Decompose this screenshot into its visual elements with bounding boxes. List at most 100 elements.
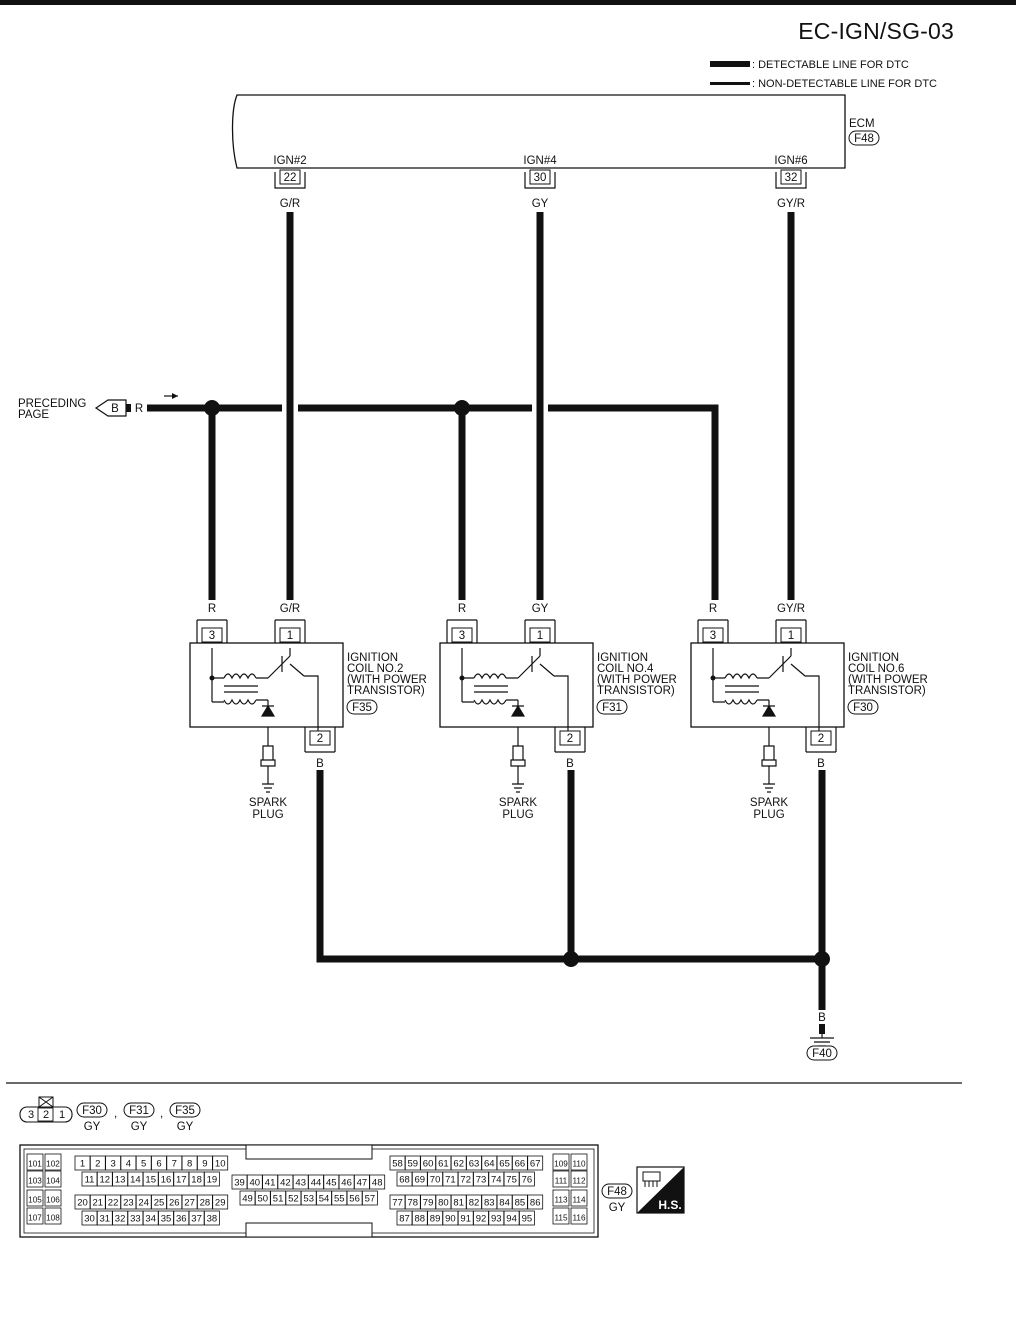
ecm-pin-label: 75 bbox=[506, 1175, 517, 1186]
coil-pin-number: 1 bbox=[537, 630, 543, 642]
ecm-pin-label: 113 bbox=[554, 1196, 567, 1205]
ecm-unit: ECM F48 bbox=[231, 94, 880, 169]
ecm-pin-label: 61 bbox=[438, 1159, 449, 1170]
ecm-pin-label: 76 bbox=[522, 1175, 533, 1186]
ecm-pin-label: 18 bbox=[191, 1175, 202, 1186]
ecm-pin-label: 25 bbox=[154, 1198, 165, 1209]
ecm-pin-label: 59 bbox=[408, 1159, 419, 1170]
coil-body bbox=[189, 642, 344, 728]
connector-separator: , bbox=[114, 1108, 117, 1120]
ecm-pin-label: 80 bbox=[438, 1198, 449, 1209]
top-border bbox=[0, 0, 1016, 5]
ecm-connector-key-bottom bbox=[245, 1222, 373, 1238]
coil-connector-pin: 3 bbox=[28, 1109, 34, 1121]
ecm-pin-label: 44 bbox=[311, 1178, 322, 1189]
ecm-connector-face-color: GY bbox=[609, 1202, 626, 1214]
coil-body bbox=[439, 642, 594, 728]
preceding-page-tag: B bbox=[111, 403, 119, 415]
ecm-pin-label: 23 bbox=[123, 1198, 134, 1209]
ecm-connector-badge bbox=[848, 130, 880, 146]
coil-label-line2: COIL NO.4 bbox=[597, 663, 654, 675]
coil-pin-number: 3 bbox=[710, 630, 716, 642]
wires bbox=[147, 212, 826, 1010]
ecm-pin-label: 104 bbox=[46, 1177, 60, 1186]
ignition-coil-2: R G/R 3 1 2 B SPARK PLUG IGNITION COIL N… bbox=[189, 603, 427, 821]
diode-icon bbox=[260, 704, 276, 717]
ground-point: B F40 bbox=[806, 1012, 838, 1061]
ecm-pin-label: 89 bbox=[430, 1214, 441, 1225]
hs-badge-icon bbox=[642, 1171, 661, 1187]
spark-plug-label-line2: PLUG bbox=[502, 809, 533, 821]
spark-plug-icon bbox=[510, 727, 526, 793]
ecm-pin-bracket bbox=[524, 172, 556, 189]
ecm-pin-label: 52 bbox=[288, 1194, 299, 1205]
coil-label-line4: TRANSISTOR) bbox=[848, 685, 926, 697]
coil-pin-box bbox=[810, 730, 832, 746]
ecm-pin-label: 39 bbox=[234, 1178, 245, 1189]
ecm-pin-label: 84 bbox=[499, 1198, 510, 1209]
ecm-pin-label: 88 bbox=[415, 1214, 426, 1225]
coil-wire-color-a: R bbox=[208, 603, 216, 615]
coil-wire-color-a: R bbox=[458, 603, 466, 615]
ecm-pin-label: 32 bbox=[115, 1214, 126, 1225]
coil-connector-id: F31 bbox=[602, 702, 622, 714]
ecm-pin-label: 46 bbox=[341, 1178, 352, 1189]
ecm-pin-label: 5 bbox=[141, 1159, 146, 1170]
coil-connector-pin: 1 bbox=[59, 1109, 65, 1121]
ecm-pin-label: 48 bbox=[372, 1178, 383, 1189]
ecm-pin-label: 112 bbox=[572, 1177, 585, 1186]
coil-connector-id: F30 bbox=[853, 702, 873, 714]
ecm-pin-label: 9 bbox=[202, 1159, 207, 1170]
ecm-pin-label: 38 bbox=[207, 1214, 218, 1225]
ecm-pin-label: 12 bbox=[100, 1175, 111, 1186]
ecm-pin-label: 57 bbox=[365, 1194, 376, 1205]
coil-pin-box bbox=[279, 627, 301, 643]
ecm-connector-id-badge bbox=[601, 1183, 633, 1199]
ecm-pin-cell bbox=[203, 1171, 220, 1187]
coil-wire-color-c: B bbox=[316, 758, 324, 770]
ecm-pin-label: 92 bbox=[476, 1214, 487, 1225]
ecm-pin-name: IGN#4 bbox=[523, 155, 557, 167]
coil-label-line3: (WITH POWER bbox=[848, 674, 928, 686]
ecm-pin-label: 13 bbox=[115, 1175, 126, 1186]
connector-color: GY bbox=[131, 1121, 148, 1133]
junction-dot bbox=[204, 400, 220, 416]
ecm-pin-label: 17 bbox=[176, 1175, 187, 1186]
hs-badge-label: H.S. bbox=[658, 1198, 681, 1212]
ecm-pin-cell bbox=[26, 1153, 44, 1171]
ecm-pin-cell bbox=[570, 1207, 588, 1225]
ecm-pin-cell bbox=[552, 1189, 570, 1207]
ecm-pin-wire-color: GY bbox=[532, 198, 549, 210]
ecm-pin-label: 91 bbox=[460, 1214, 471, 1225]
ecm-pin-label: 15 bbox=[145, 1175, 156, 1186]
ecm-pin-label: 79 bbox=[423, 1198, 434, 1209]
ecm-pin-label: 47 bbox=[357, 1178, 368, 1189]
ecm-pin-cell bbox=[570, 1153, 588, 1171]
coil-pin-box bbox=[451, 627, 473, 643]
ecm-pin-label: 34 bbox=[145, 1214, 156, 1225]
ecm-pin-label: 101 bbox=[28, 1160, 42, 1169]
coil-label-line2: COIL NO.6 bbox=[848, 663, 904, 675]
preceding-page-connector: PRECEDING PAGE B R bbox=[18, 393, 178, 421]
coil-pin-bracket bbox=[775, 619, 807, 643]
ecm-pin-ign4: IGN#4 30 GY bbox=[523, 155, 557, 210]
spark-plug-label-line1: SPARK bbox=[499, 797, 537, 809]
ecm-pin-cell bbox=[552, 1170, 570, 1188]
page-title: EC-IGN/SG-03 bbox=[798, 18, 954, 44]
spark-plug-label-line2: PLUG bbox=[252, 809, 283, 821]
ecm-connector-info: F48 GY H.S. bbox=[601, 1166, 685, 1214]
ecm-pin-label: 111 bbox=[555, 1177, 568, 1186]
ecm-pin-label: 24 bbox=[138, 1198, 149, 1209]
ecm-pin-cell bbox=[212, 1194, 229, 1210]
ecm-label: ECM bbox=[849, 118, 875, 130]
ecm-pin-cell bbox=[361, 1190, 378, 1206]
ecm-pin-label: 81 bbox=[453, 1198, 464, 1209]
ecm-pin-label: 7 bbox=[172, 1159, 177, 1170]
ecm-connector-face-id: F48 bbox=[607, 1186, 627, 1198]
legend-detectable-swatch bbox=[710, 61, 750, 67]
coil-label-line1: IGNITION bbox=[347, 652, 398, 664]
coil-label-line3: (WITH POWER bbox=[347, 674, 427, 686]
ecm-pin-label: 2 bbox=[95, 1159, 100, 1170]
coil-winding-icon bbox=[211, 648, 319, 733]
